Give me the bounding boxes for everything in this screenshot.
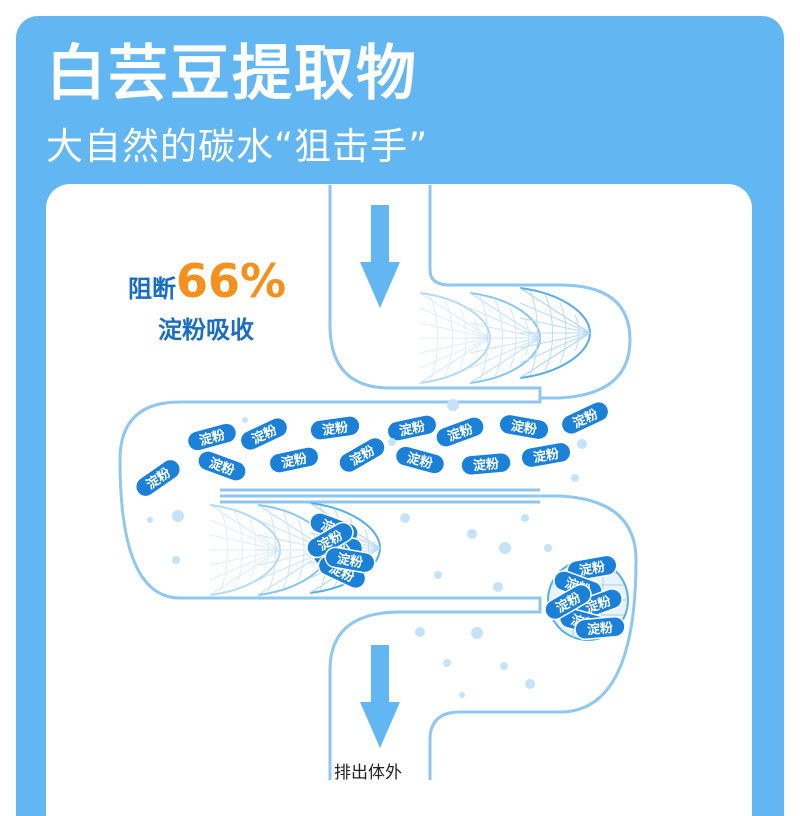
svg-text:淀粉: 淀粉 — [578, 559, 606, 579]
net-icon — [469, 292, 541, 384]
starch-pill-icon: 淀粉 — [560, 400, 610, 436]
starch-pill-icon: 淀粉 — [134, 458, 182, 498]
bubble-icon — [467, 529, 477, 539]
down-arrow-icon — [360, 645, 400, 748]
bubble-icon — [443, 659, 451, 667]
bubble-icon — [400, 513, 410, 523]
bubble-icon — [493, 582, 503, 592]
bubble-icon — [471, 627, 483, 639]
block-rate-label: 阻断66% — [128, 258, 286, 304]
svg-text:淀粉: 淀粉 — [198, 427, 227, 449]
bubble-icon — [521, 514, 529, 522]
intestine-inner-divider — [220, 488, 540, 504]
bubble-icon — [388, 438, 396, 446]
bubble-icon — [571, 474, 579, 482]
starch-pill-icon: 淀粉 — [574, 615, 626, 641]
down-arrow-icon — [360, 205, 400, 308]
starch-pill-icon: 淀粉 — [498, 413, 550, 441]
bubble-icon — [447, 399, 459, 411]
starch-pill-icon: 淀粉 — [197, 450, 247, 482]
bubble-icon — [172, 556, 180, 564]
starch-pill-icon: 淀粉 — [566, 554, 618, 582]
net-icon — [519, 287, 591, 379]
bubble-icon — [500, 662, 508, 670]
svg-text:淀粉: 淀粉 — [398, 418, 427, 439]
bubble-icon — [459, 692, 465, 698]
bubble-icon — [242, 417, 248, 423]
starch-pill-icon: 淀粉 — [186, 422, 238, 452]
block-prefix: 阻断 — [128, 275, 176, 303]
svg-text:淀粉: 淀粉 — [336, 551, 364, 571]
bubble-icon — [434, 571, 442, 579]
exit-label: 排出体外 — [334, 763, 402, 783]
starch-pill-icon: 淀粉 — [386, 414, 438, 442]
svg-text:淀粉: 淀粉 — [472, 456, 499, 474]
starch-pill-icon: 淀粉 — [309, 415, 361, 441]
block-percent: 66% — [176, 254, 287, 308]
starch-pill-icon: 淀粉 — [239, 416, 289, 452]
svg-text:淀粉: 淀粉 — [405, 450, 434, 472]
page-subtitle: 大自然的碳水“狙击手” — [46, 125, 429, 168]
starch-particles: 淀粉淀粉淀粉淀粉淀粉淀粉淀粉淀粉淀粉淀粉淀粉淀粉淀粉淀粉淀粉淀粉淀粉淀粉淀粉淀粉… — [134, 400, 626, 641]
bubble-icon — [577, 439, 587, 449]
absorb-label: 淀粉吸收 — [158, 316, 254, 344]
starch-pill-icon: 淀粉 — [460, 451, 512, 477]
illustration-card — [46, 184, 752, 816]
svg-text:淀粉: 淀粉 — [532, 446, 560, 466]
intestine-outline — [118, 185, 542, 780]
starch-pill-icon: 淀粉 — [268, 446, 320, 474]
starch-pill-icon: 淀粉 — [338, 436, 386, 474]
svg-text:淀粉: 淀粉 — [510, 418, 538, 438]
starch-pill-icon: 淀粉 — [324, 546, 376, 574]
bubble-icon — [415, 627, 425, 637]
svg-text:淀粉: 淀粉 — [586, 620, 613, 638]
page-title: 白芸豆提取物 — [46, 39, 418, 109]
header-panel: 白芸豆提取物 大自然的碳水“狙击手” — [16, 16, 784, 816]
starch-pill-icon: 淀粉 — [394, 445, 446, 475]
starch-pill-icon: 淀粉 — [520, 441, 572, 469]
bubbles — [147, 399, 587, 698]
svg-text:淀粉: 淀粉 — [280, 450, 309, 471]
bubble-icon — [499, 542, 511, 554]
starch-pill-icon: 淀粉 — [435, 416, 485, 448]
bubble-icon — [147, 517, 153, 523]
bubble-icon — [544, 544, 552, 552]
bubble-icon — [525, 679, 535, 689]
intestine-outline-right — [428, 185, 632, 400]
intestine-outline-lower — [220, 494, 638, 780]
bubble-icon — [172, 510, 184, 522]
svg-text:淀粉: 淀粉 — [321, 419, 349, 438]
